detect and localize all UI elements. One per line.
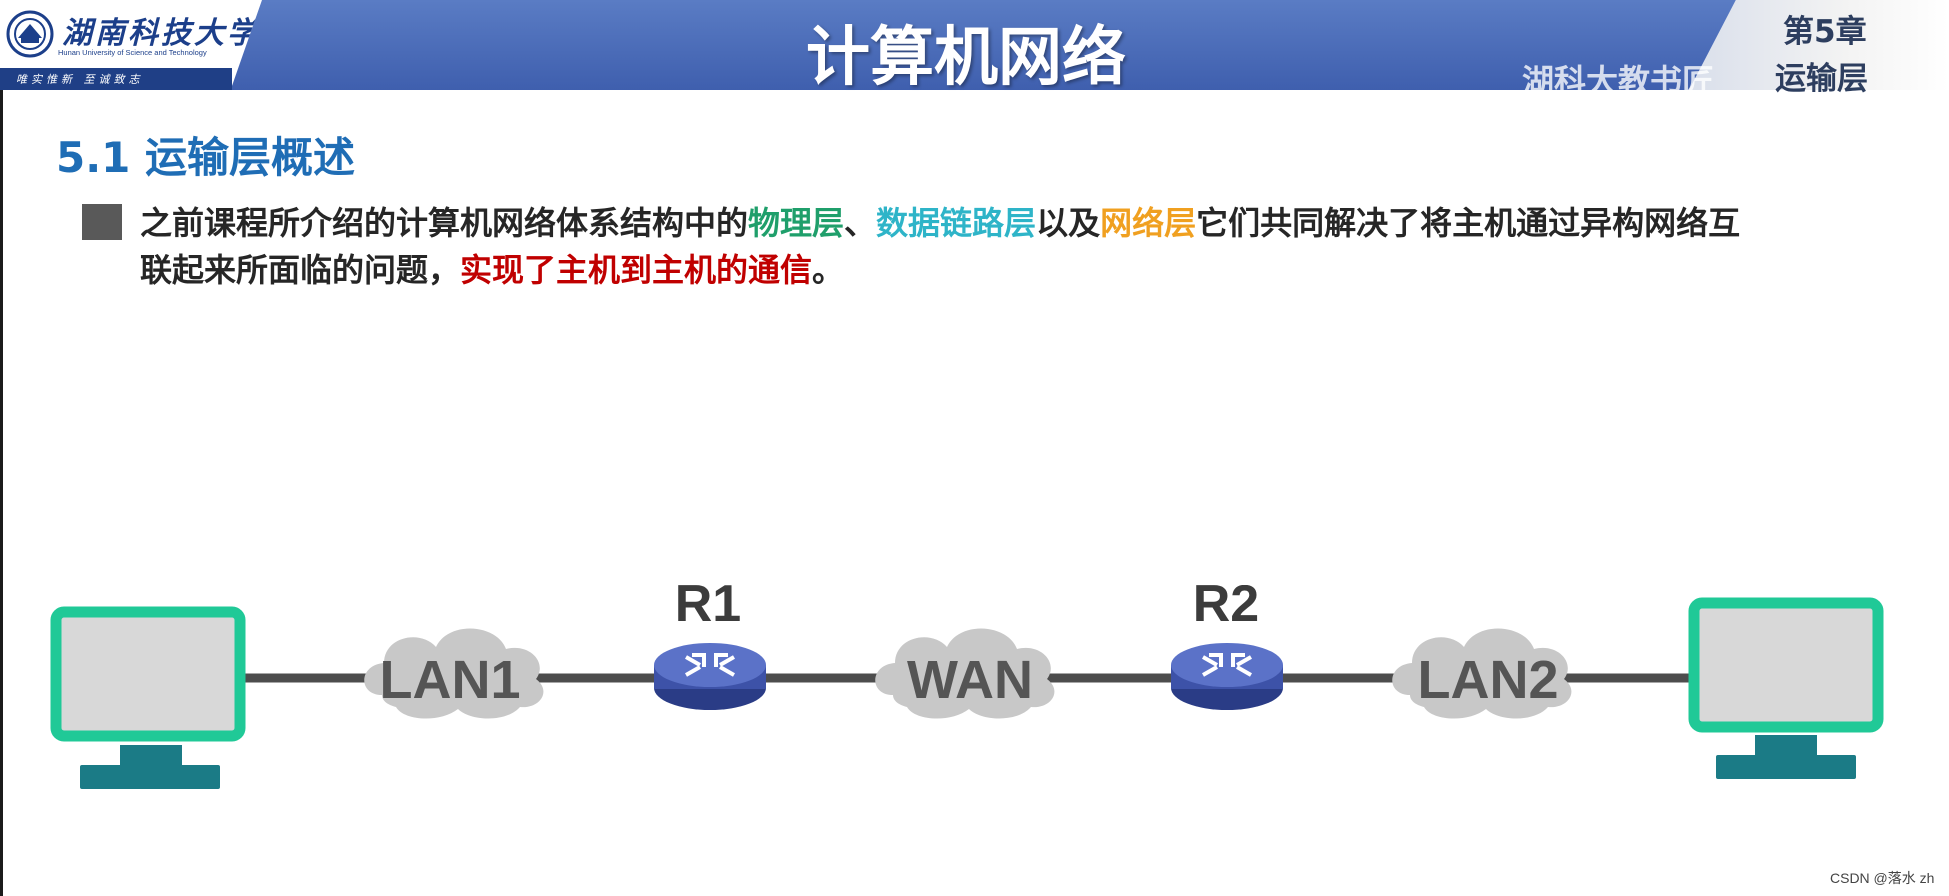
term-physical-layer: 物理层 — [748, 204, 845, 242]
left-frame-line — [0, 0, 3, 896]
cloud-lan1-icon — [364, 628, 544, 719]
para-seg2: 以及 — [1036, 204, 1101, 242]
highlight-host-to-host: 实现了主机到主机的通信 — [460, 251, 813, 289]
header-banner: 湖南科技大学 Hunan University of Science and T… — [0, 0, 1949, 100]
para-sep: 、 — [844, 204, 877, 242]
course-title: 计算机网络 — [806, 21, 1126, 95]
university-emblem-icon — [6, 10, 54, 58]
network-label-lan1: LAN1 — [379, 650, 520, 710]
network-label-wan: WAN — [907, 650, 1033, 710]
logo-motto: 唯实惟新 至诚致志 — [16, 73, 144, 86]
term-network-layer: 网络层 — [1100, 204, 1197, 242]
chapter-number: 第5章 — [1783, 14, 1867, 50]
logo-name-en: Hunan University of Science and Technolo… — [58, 48, 207, 57]
host-computer-1-icon — [50, 606, 246, 789]
banner-background — [0, 0, 1949, 90]
router-r1-caption: ROUTER — [687, 710, 734, 722]
router-label-r1: R1 — [675, 585, 741, 633]
term-datalink-layer: 数据链路层 — [876, 204, 1037, 242]
para-end: 。 — [812, 251, 845, 289]
section-title: 5.1 运输层概述 — [56, 133, 356, 182]
para-seg1: 之前课程所介绍的计算机网络体系结构中的 — [140, 204, 749, 242]
logo-motto-strip: 唯实惟新 至诚致志 — [0, 68, 232, 90]
router-r2-icon: ROUTER — [1171, 643, 1283, 722]
router-label-r2: R2 — [1193, 585, 1259, 633]
body-paragraph: 之前课程所介绍的计算机网络体系结构中的物理层、数据链路层以及网络层它们共同解决了… — [140, 200, 1760, 294]
cloud-lan2-icon — [1392, 628, 1572, 719]
cloud-wan-icon — [875, 628, 1055, 719]
banner-right-panel — [1689, 0, 1949, 90]
network-topology-diagram: LAN1 WAN LAN2 ROUTER R1 ROUTER R2 — [50, 585, 1884, 789]
network-label-lan2: LAN2 — [1417, 650, 1558, 710]
host-computer-2-icon — [1688, 597, 1884, 779]
logo-name-cn: 湖南科技大学 — [62, 16, 260, 51]
watermark-text: 湖科大教书匠 — [1522, 62, 1715, 100]
para-seg3: 它们共同解决了将主机通过异构网络互联起来所面临的问题， — [140, 204, 1741, 289]
router-r1-icon: ROUTER — [654, 643, 766, 722]
source-credit: CSDN @落水 zh — [1830, 870, 1935, 886]
university-logo: 湖南科技大学 Hunan University of Science and T… — [0, 0, 262, 90]
router-r2-caption: ROUTER — [1204, 710, 1251, 722]
chapter-name: 运输层 — [1775, 61, 1868, 97]
bullet-square-icon — [82, 204, 122, 240]
